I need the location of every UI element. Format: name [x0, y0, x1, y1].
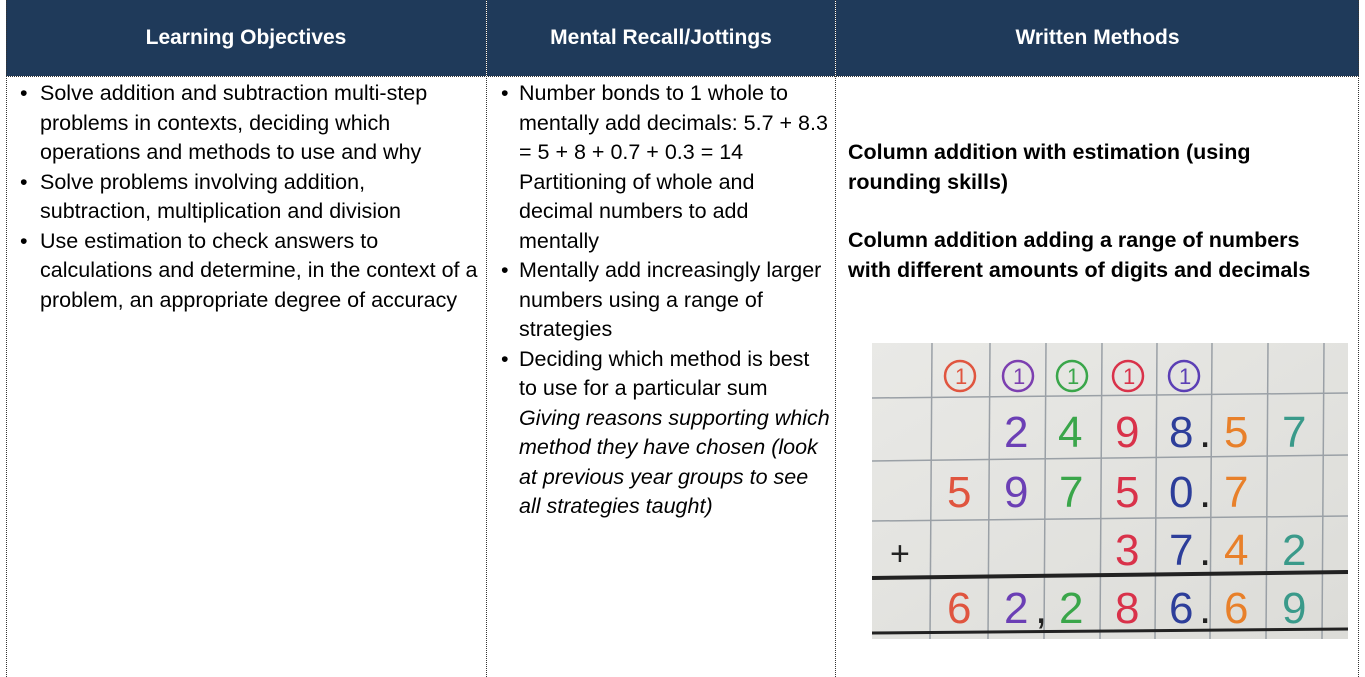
- learning-objectives-cell: Solve addition and subtraction multi-ste…: [16, 79, 478, 677]
- answer-line: [872, 570, 1348, 580]
- digit: 2: [1059, 584, 1083, 633]
- written-method-heading: Column addition with estimation (using r…: [848, 140, 1251, 194]
- decimal-point: .: [1199, 526, 1211, 575]
- answer-row: 6 2 , 2 8 6 . 6 9: [947, 584, 1306, 633]
- learning-objectives-list: Solve addition and subtraction multi-ste…: [16, 79, 478, 315]
- mental-recall-cell: Number bonds to 1 whole to mentally add …: [497, 79, 833, 677]
- row-divider: [6, 76, 1359, 77]
- digit: 2: [1282, 526, 1306, 575]
- carry-digit: 1: [1179, 364, 1191, 389]
- digit: 3: [1115, 526, 1139, 575]
- digit: 9: [1282, 584, 1306, 633]
- carry-digit: 1: [1067, 364, 1079, 389]
- addend-row-1: 2 4 9 8 . 5 7: [1004, 408, 1306, 457]
- column-addition-photo: 1 1 1 1 1 2 4 9 8 . 5 7 5 9 7 5 0 . 7 + …: [872, 343, 1348, 639]
- digit: 2: [1004, 584, 1028, 633]
- list-item: Deciding which method is best to use for…: [497, 345, 833, 404]
- grid-lines: [872, 343, 1348, 639]
- digit: 6: [947, 584, 971, 633]
- written-methods-cell: Column addition with estimation (using r…: [848, 79, 1348, 677]
- digit: 5: [1224, 408, 1248, 457]
- list-item: Use estimation to check answers to calcu…: [16, 227, 478, 316]
- header-label: Learning Objectives: [145, 26, 347, 49]
- column-divider: [835, 0, 836, 677]
- digit: 5: [947, 468, 971, 517]
- digit: 9: [1004, 468, 1028, 517]
- plus-sign: +: [890, 535, 910, 573]
- digit: 7: [1169, 526, 1193, 575]
- column-divider: [6, 0, 7, 677]
- digit: 8: [1115, 584, 1139, 633]
- column-divider: [486, 0, 487, 677]
- answer-underline: [872, 627, 1348, 635]
- digit: 2: [1004, 408, 1028, 457]
- header-learning-objectives: Learning Objectives: [6, 0, 486, 76]
- addend-row-3: + 3 7 . 4 2: [890, 526, 1306, 575]
- decimal-point: .: [1199, 584, 1211, 633]
- carry-digit: 1: [1013, 364, 1025, 389]
- digit: 8: [1169, 408, 1193, 457]
- digit: 4: [1224, 526, 1248, 575]
- digit: 0: [1169, 468, 1193, 517]
- digit: 7: [1282, 408, 1306, 457]
- decimal-point: .: [1199, 468, 1211, 517]
- carry-digit: 1: [955, 364, 967, 389]
- list-item: Solve addition and subtraction multi-ste…: [16, 79, 478, 168]
- header-label: Written Methods: [1015, 26, 1180, 49]
- column-divider: [1358, 0, 1359, 677]
- carry-digit: 1: [1123, 364, 1135, 389]
- digit: 6: [1169, 584, 1193, 633]
- thousands-separator: ,: [1035, 584, 1047, 633]
- digit: 9: [1115, 408, 1139, 457]
- curriculum-table: Learning Objectives Mental Recall/Jottin…: [6, 0, 1359, 677]
- list-item: Mentally add increasingly larger numbers…: [497, 256, 833, 345]
- whiteboard: [872, 343, 1348, 639]
- header-label: Mental Recall/Jottings: [550, 26, 772, 49]
- carry-row: 1 1 1 1 1: [943, 359, 1201, 393]
- list-item: Solve problems involving addition, subtr…: [16, 168, 478, 227]
- digit: 6: [1224, 584, 1248, 633]
- digit: 4: [1058, 408, 1082, 457]
- list-item: Number bonds to 1 whole to mentally add …: [497, 79, 833, 256]
- mental-recall-list: Number bonds to 1 whole to mentally add …: [497, 79, 833, 404]
- addend-row-2: 5 9 7 5 0 . 7: [947, 468, 1248, 517]
- decimal-point: .: [1199, 408, 1211, 457]
- digit: 7: [1224, 468, 1248, 517]
- header-written-methods: Written Methods: [836, 0, 1359, 76]
- digit: 7: [1059, 468, 1083, 517]
- header-mental-recall: Mental Recall/Jottings: [487, 0, 835, 76]
- digit: 5: [1115, 468, 1139, 517]
- written-method-heading: Column addition adding a range of number…: [848, 228, 1311, 282]
- mental-recall-note: Giving reasons supporting which method t…: [519, 405, 830, 519]
